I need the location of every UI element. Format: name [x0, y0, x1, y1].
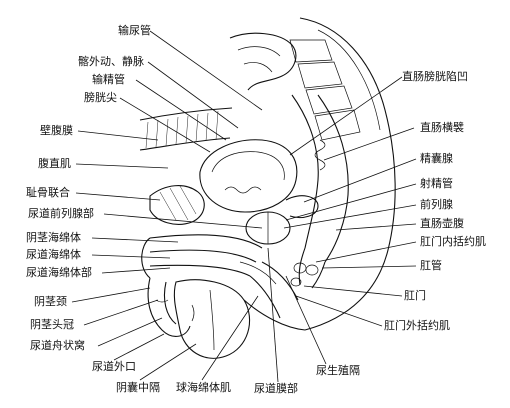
label-external-sphincter: 肛门外括约肌 [384, 319, 450, 332]
label-external-urethral-orifice: 尿道外口 [92, 360, 136, 373]
label-corpus-spongiosum: 尿道海绵体 [26, 248, 81, 261]
illustration-art [139, 17, 396, 359]
label-rectal-ampulla: 直肠壶腹 [420, 217, 464, 230]
label-corpus-cavernosum: 阴茎海绵体 [26, 231, 81, 244]
label-urogenital-diaphragm: 尿生殖隔 [316, 364, 360, 377]
label-prostate: 前列腺 [420, 198, 453, 211]
label-spongy-urethra: 尿道海绵体部 [26, 266, 92, 279]
label-anal-canal: 肛管 [420, 259, 442, 272]
label-ureter: 输尿管 [118, 24, 151, 37]
label-rectal-fold: 直肠横襞 [420, 121, 464, 134]
label-ejaculatory-duct: 射精管 [420, 177, 453, 190]
label-anus: 肛门 [404, 289, 426, 302]
label-iliac-vessels: 髂外动、静脉 [78, 55, 144, 68]
label-bulbospongiosus: 球海绵体肌 [176, 381, 231, 394]
label-internal-sphincter: 肛门内括约肌 [420, 235, 486, 248]
label-vas-deferens: 输精管 [92, 73, 125, 86]
label-rectovesical-pouch: 直肠膀胱陷凹 [402, 70, 468, 83]
label-rectus-abdominis: 腹直肌 [38, 157, 71, 170]
label-glans-corona: 阴茎头冠 [30, 318, 74, 331]
label-navicular-fossa: 尿道舟状窝 [30, 339, 85, 352]
label-prostatic-urethra: 尿道前列腺部 [28, 207, 94, 220]
label-bladder-apex: 膀胱尖 [84, 91, 117, 104]
label-membranous-urethra: 尿道膜部 [254, 382, 298, 395]
label-scrotal-septum: 阴囊中隔 [116, 381, 160, 394]
sacrum-segments [289, 39, 361, 141]
label-pubic-symphysis: 耻骨联合 [26, 186, 70, 199]
label-seminal-vesicle: 精囊腺 [420, 152, 453, 165]
pubic-hatching [159, 185, 197, 221]
leader-lines [71, 30, 417, 383]
label-penis-neck: 阴茎颈 [34, 295, 67, 308]
label-abdominal-wall: 壁腹膜 [40, 124, 73, 137]
